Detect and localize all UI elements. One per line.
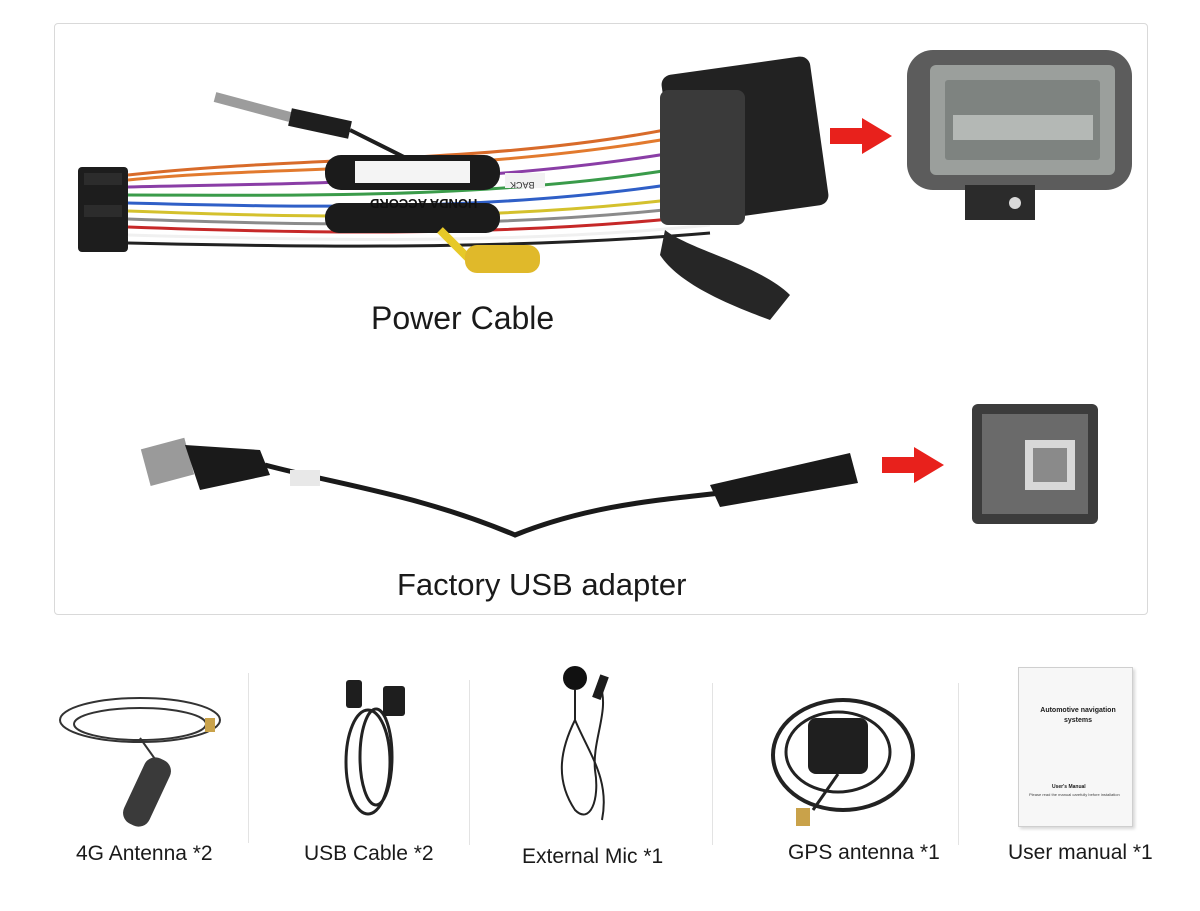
divider: [712, 683, 713, 845]
accessory-caption-user-manual: User manual *1: [1008, 841, 1153, 864]
manual-title: Automotive navigation systems: [1040, 707, 1116, 724]
divider: [958, 683, 959, 845]
microphone-icon: [560, 666, 609, 821]
car-usb-socket-image: [972, 404, 1098, 524]
divider: [469, 680, 470, 845]
harness-tag-label: BACK: [510, 180, 535, 190]
factory-usb-adapter-image: [140, 437, 858, 538]
arrow-right-icon: [882, 447, 944, 483]
manual-icon: Automotive navigation systems User's Man…: [1018, 667, 1133, 827]
power-cable-harness-image: [78, 56, 829, 320]
usb-adapter-caption: Factory USB adapter: [397, 567, 687, 602]
antenna-icon: [59, 697, 221, 827]
accessory-caption-usb-cable: USB Cable *2: [304, 842, 434, 865]
gps-antenna-icon: [771, 698, 915, 826]
car-harness-socket-image: [907, 50, 1132, 220]
harness-box-label: HONDA ACCORD: [370, 196, 478, 211]
accessory-caption-gps-antenna: GPS antenna *1: [788, 841, 940, 864]
power-cable-caption: Power Cable: [371, 300, 555, 336]
accessory-caption-external-mic: External Mic *1: [522, 845, 664, 868]
usb-cable-icon: [344, 680, 405, 816]
divider: [248, 673, 249, 843]
manual-subtitle: User's Manual: [1052, 784, 1086, 790]
accessory-caption-4g-antenna: 4G Antenna *2: [76, 842, 213, 865]
manual-footnote: Please read the manual carefully before …: [1029, 792, 1120, 797]
arrow-right-icon: [830, 118, 892, 154]
